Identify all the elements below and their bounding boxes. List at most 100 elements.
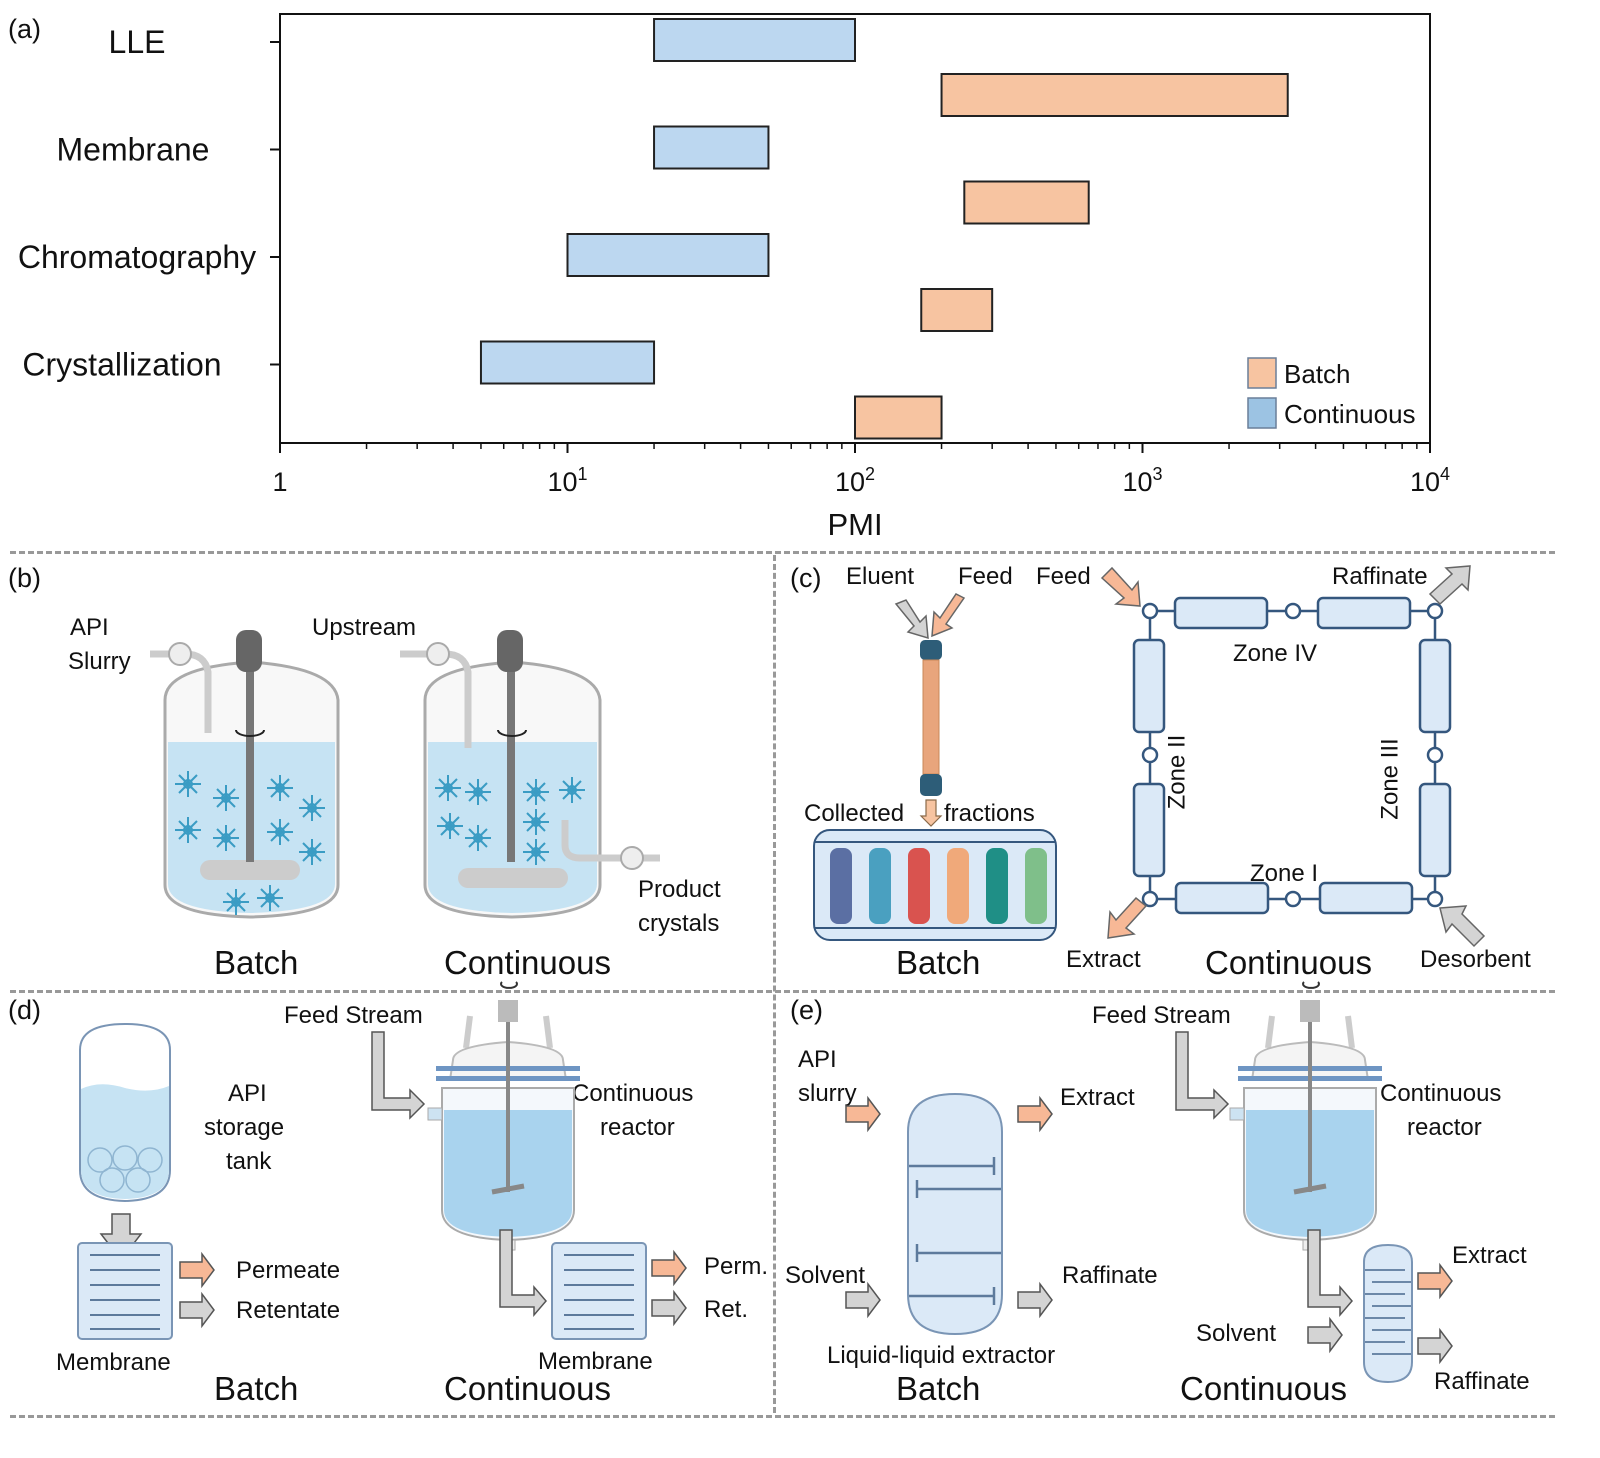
continuous-crystallizer-tank [400, 630, 660, 919]
batch-crystallizer-tank [150, 630, 340, 919]
y-tick-label: Crystallization [22, 347, 221, 383]
ret-label: Ret. [704, 1296, 749, 1323]
crystallizer-diagram [150, 630, 660, 919]
continuous-bar-membrane [653, 125, 770, 170]
liquid-liquid-extractor [907, 1092, 1003, 1336]
eluent-arrow-icon [894, 599, 929, 640]
fraction-tube [830, 848, 852, 924]
divider-top [10, 551, 1555, 554]
solvent-cont-label: Solvent [1196, 1320, 1277, 1347]
api-slurry-in-arrow-icon [845, 1097, 881, 1131]
legend-label-batch: Batch [1284, 359, 1351, 389]
continuous-reactor-label-2: reactor [600, 1114, 675, 1141]
extract-label: Extract [1066, 946, 1141, 973]
motor-icon [236, 630, 262, 672]
api-slurry-label-2: Slurry [68, 648, 131, 675]
fraction-tube [908, 848, 930, 924]
continuous-bar-crystallization [479, 340, 656, 385]
extract-cont-out-arrow-icon [1417, 1264, 1453, 1298]
upstream-label: Upstream [312, 614, 417, 641]
panel-c-continuous-label: Continuous [1205, 944, 1372, 981]
raffinate-label: Raffinate [1332, 563, 1428, 590]
feed-arrow-icon [931, 593, 966, 638]
fraction-tubes [830, 848, 1047, 924]
membrane-continuous-label: Membrane [538, 1348, 653, 1375]
desorbent-in-arrow-icon [1439, 905, 1486, 948]
extract-out-arrow-icon [1017, 1097, 1053, 1131]
fraction-tube [1025, 848, 1047, 924]
y-tick-label: Chromatography [18, 239, 256, 275]
feed-continuous-label: Feed [1036, 563, 1091, 590]
api-slurry-e-label-2: slurry [798, 1080, 857, 1107]
rotation-arrow-icon [497, 729, 527, 737]
desorbent-label: Desorbent [1420, 946, 1531, 973]
panel-c-batch-label: Batch [896, 944, 981, 981]
batch-bar-chromatography [920, 288, 994, 332]
fraction-tube [947, 848, 969, 924]
membrane-batch-label: Membrane [56, 1349, 171, 1376]
panel-e-tag: (e) [790, 995, 823, 1025]
extract-batch-label: Extract [1060, 1084, 1135, 1111]
down-arrow-icon [919, 799, 943, 827]
panel-a-tag: (a) [8, 14, 41, 44]
feed-l-arrow-icon [371, 1031, 426, 1120]
x-tick-label: 101 [547, 464, 587, 497]
feed-in-arrow-icon [1100, 566, 1141, 607]
fractions-label: fractions [944, 800, 1035, 827]
api-slurry-e-label-1: API [798, 1046, 837, 1073]
feed-stream-e-label: Feed Stream [1092, 1002, 1231, 1029]
continuous-reactor-label-1: Continuous [572, 1080, 694, 1107]
perm-label: Perm. [704, 1253, 769, 1280]
product-crystals-label-2: crystals [638, 910, 720, 937]
reactor-outlet-arrow-icon [499, 1229, 547, 1318]
extract-cont-label: Extract [1452, 1242, 1527, 1269]
x-tick-label: 102 [835, 464, 875, 497]
continuous-reactor-e-label-2: reactor [1407, 1114, 1482, 1141]
legend-swatch-continuous [1247, 397, 1277, 429]
continuous-reactor-e-label-1: Continuous [1380, 1080, 1502, 1107]
small-extractor [1363, 1243, 1413, 1384]
raffinate-out-arrow-icon [1428, 565, 1471, 606]
panel-d-tag: (d) [8, 995, 41, 1025]
x-tick-label: 104 [1410, 464, 1450, 497]
divider-bottom [10, 1415, 1555, 1418]
legend-label-continuous: Continuous [1284, 399, 1416, 429]
divider-vertical [773, 555, 776, 1413]
feed-l-arrow-e-icon [1175, 1031, 1230, 1120]
retentate-label: Retentate [236, 1297, 341, 1324]
x-axis-label: PMI [827, 507, 882, 542]
legend-swatch-batch [1247, 357, 1277, 389]
divider-middle [10, 990, 1555, 993]
solvent-batch-label: Solvent [785, 1262, 866, 1289]
collected-label: Collected [804, 800, 905, 827]
smb-loop [1132, 596, 1452, 915]
chromatography-diagram [813, 565, 1486, 948]
valve-icon [168, 642, 192, 666]
api-slurry-label-1: API [70, 614, 109, 641]
api-storage-label-2: storage [204, 1114, 285, 1141]
batch-bar-lle [940, 73, 1289, 117]
panel-b-continuous-label: Continuous [444, 944, 611, 981]
solvent-cont-in-arrow-icon [1307, 1318, 1343, 1352]
fraction-tube [869, 848, 891, 924]
y-tick-label: LLE [109, 24, 166, 60]
raffinate-cont-out-arrow-icon [1417, 1329, 1453, 1363]
feed-stream-label: Feed Stream [284, 1002, 423, 1029]
batch-bar-crystallization [854, 395, 943, 440]
panel-d-continuous-label: Continuous [444, 1370, 611, 1407]
zone-iv-label: Zone IV [1233, 640, 1318, 667]
continuous-bar-lle [653, 18, 857, 62]
motor-icon [497, 630, 523, 672]
batch-bar-membrane [963, 180, 1090, 225]
product-crystals-label-1: Product [638, 876, 721, 903]
api-storage-label-3: tank [226, 1148, 272, 1175]
extract-out-arrow-icon [1107, 896, 1148, 939]
valve-icon [620, 846, 644, 870]
permeate-label: Permeate [236, 1257, 341, 1284]
x-tick-label: 1 [272, 467, 287, 497]
feed-batch-label: Feed [958, 563, 1013, 590]
raffinate-out-arrow-icon [1017, 1283, 1053, 1317]
continuous-reactor-e-icon [1230, 982, 1382, 1250]
membrane-diagram [77, 0, 687, 1340]
